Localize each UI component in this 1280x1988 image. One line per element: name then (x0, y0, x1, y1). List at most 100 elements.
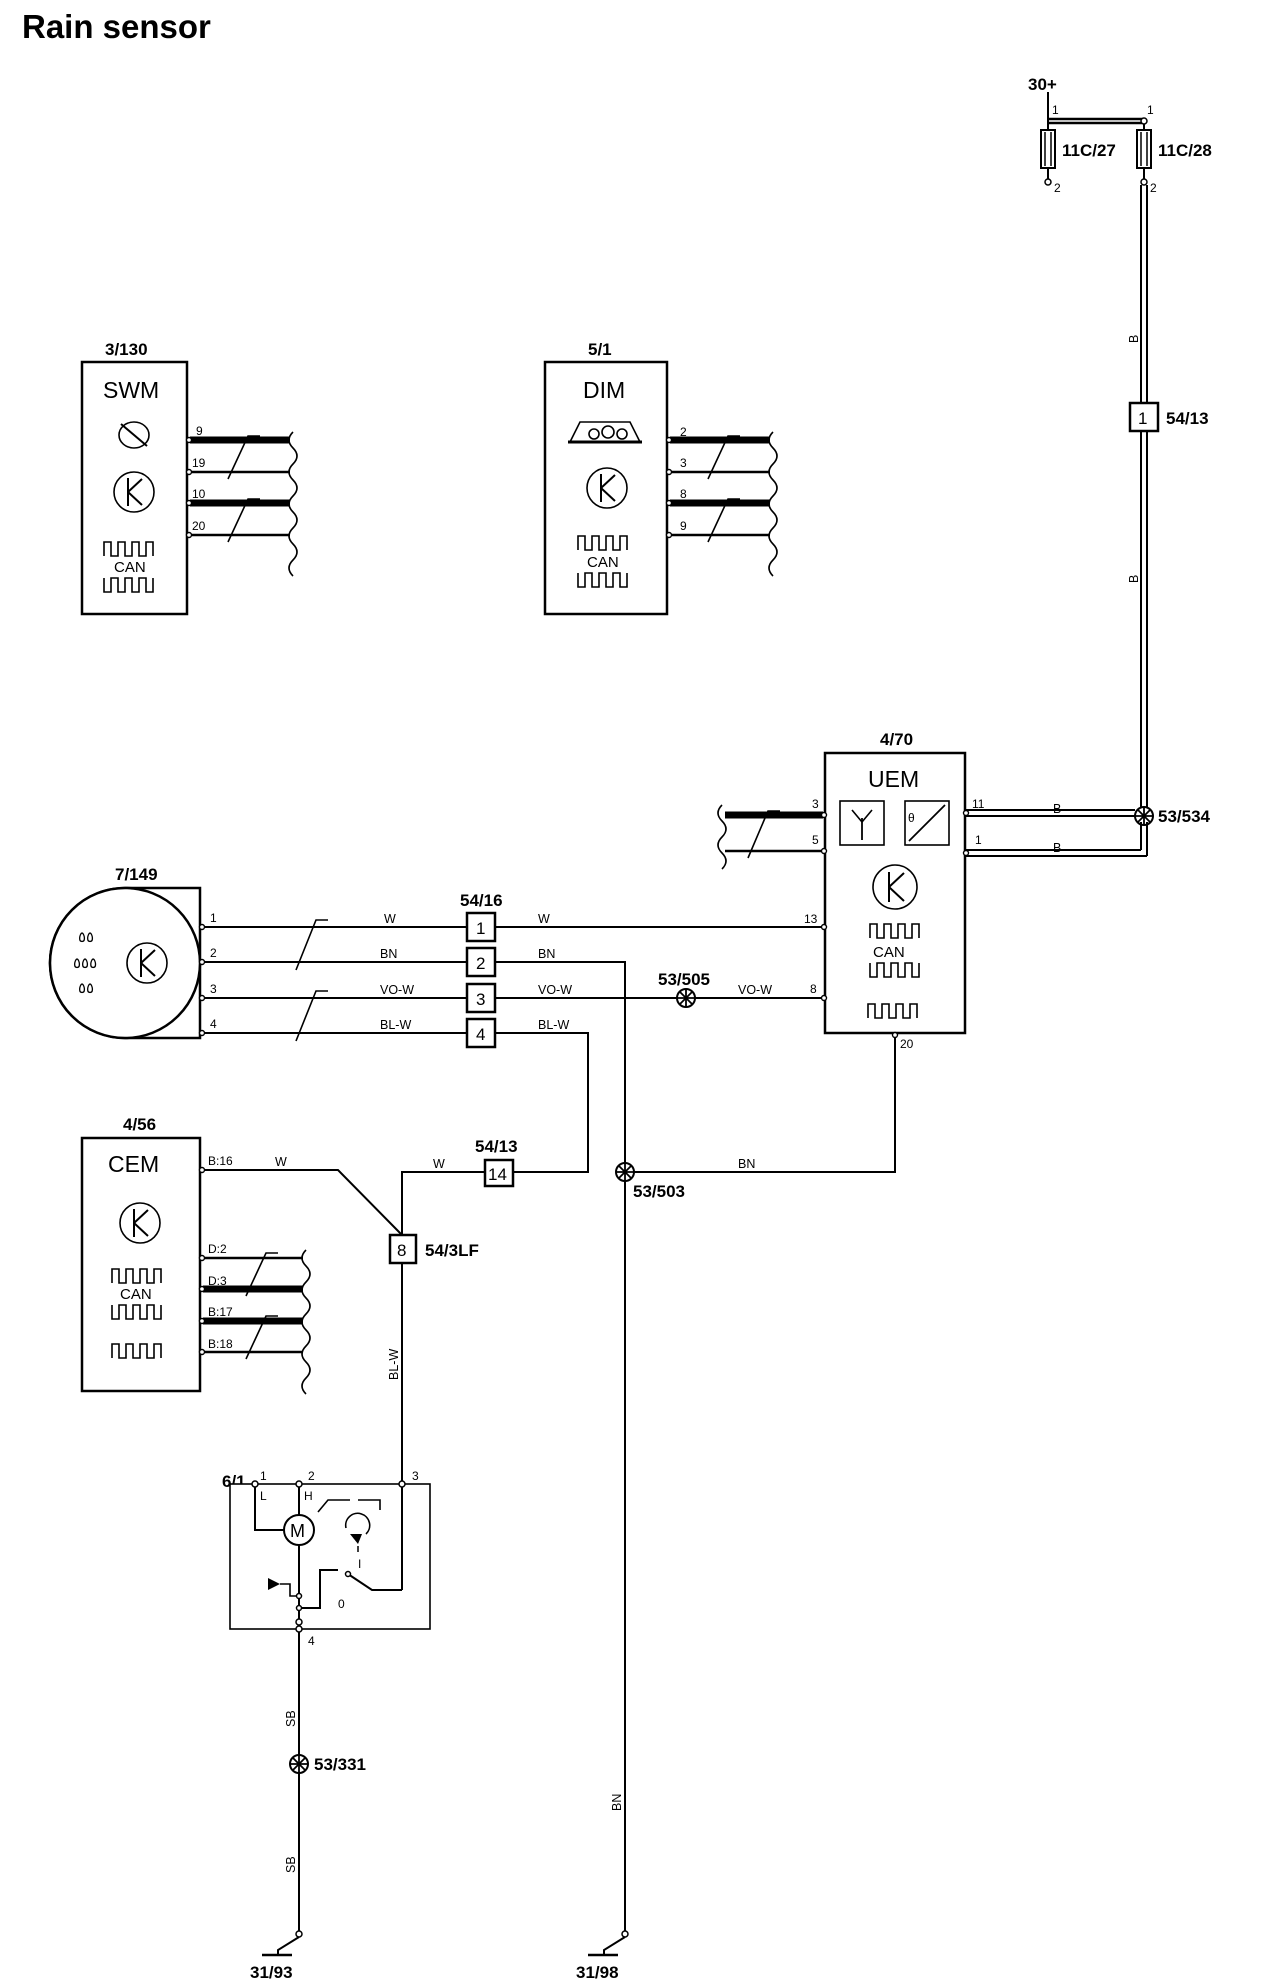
wires-sensor-to-54-16: W BN VO-W BL-W (203, 912, 467, 1042)
can-low-icon (869, 962, 920, 978)
wire-b-label-1: B (1127, 335, 1141, 343)
svg-text:θ: θ (908, 811, 915, 825)
fuse-11c28: 1 2 11C/28 (1136, 103, 1212, 195)
terminal-30-label: 30+ (1028, 75, 1057, 94)
connector-54-13-top-label: 54/13 (1166, 409, 1209, 428)
connector-54-16: 54/16 1 2 3 4 (460, 891, 503, 1049)
connector-54-13-top: 1 54/13 (1128, 401, 1209, 433)
module-cem: 4/56 CEM CAN B:16 D:2 D:3 B:17 B:18 (80, 1115, 311, 1395)
dim-pin-2: 2 (680, 425, 687, 439)
fuse-left-pin1: 1 (1052, 103, 1059, 117)
fuse-right-pin1: 1 (1147, 103, 1154, 117)
connector-54-16-cell-3: 3 (476, 990, 485, 1009)
wire-bn-label-3: BN (738, 1157, 755, 1171)
transistor-icon (126, 942, 168, 984)
wire-sb-ground: SB SB (284, 1632, 300, 1932)
fuse-left-label: 11C/27 (1062, 141, 1116, 160)
steering-wheel-icon (118, 421, 150, 449)
uem-name: UEM (868, 766, 919, 792)
wiper-low-label: L (260, 1489, 267, 1503)
antenna-icon (839, 800, 885, 846)
dim-can-label: CAN (587, 554, 619, 571)
rain-sensor-pin-4: 4 (210, 1017, 217, 1031)
cem-name: CEM (108, 1151, 159, 1177)
rain-sensor-ref: 7/149 (115, 865, 158, 884)
splice-53-505-label: 53/505 (658, 970, 710, 989)
can-low-icon (111, 1304, 162, 1320)
wire-bn-label-1: BN (380, 947, 397, 961)
uem-can-label: CAN (873, 944, 905, 961)
can-high-icon (111, 1268, 162, 1284)
wire-b-feed: B B (1127, 185, 1148, 816)
rain-drops-icon: ٥٥ ٥٥٥ ٥٥ (73, 929, 97, 997)
connector-54-16-label: 54/16 (460, 891, 503, 910)
page-title: Rain sensor (22, 8, 211, 45)
instrument-cluster-icon (568, 421, 642, 444)
connector-54-3lf-label: 54/3LF (425, 1241, 479, 1260)
park-switch-icon (268, 1578, 299, 1597)
uem-pin-8: 8 (810, 982, 817, 996)
wire-b-label-2: B (1127, 575, 1141, 583)
dim-ref: 5/1 (588, 340, 612, 359)
battery-feed: 30+ (1028, 75, 1144, 125)
connector-54-16-cell-2: 2 (476, 954, 485, 973)
uem-pin-11: 11 (972, 797, 985, 811)
cem-can-label: CAN (120, 1286, 152, 1303)
wire-vow-label-2: VO-W (538, 983, 572, 997)
cem-pin-b16: B:16 (208, 1154, 233, 1168)
wire-blw-label-1: BL-W (380, 1018, 411, 1032)
wiper-high-label: H (304, 1489, 313, 1503)
uem-pin-5: 5 (812, 833, 819, 847)
splice-53-331-label: 53/331 (314, 1755, 366, 1774)
temperature-sensor-icon: θ (904, 800, 950, 846)
splice-53-503: 53/503 (615, 1162, 685, 1201)
splice-53-534-label: 53/534 (1158, 807, 1211, 826)
fuse-left-pin2: 2 (1054, 181, 1061, 195)
can-high-icon (869, 923, 920, 939)
wire-b-label-4: B (1053, 841, 1061, 855)
wires-54-16-to-uem: W BN VO-W VO-W BL-W BN BN (495, 912, 896, 1932)
dim-pin-8: 8 (680, 487, 687, 501)
transistor-icon (872, 864, 918, 910)
wire-sb-label-2: SB (284, 1856, 298, 1873)
connector-54-13-mid-label: 54/13 (475, 1137, 518, 1156)
ground-31-93: 31/93 (250, 1930, 303, 1982)
svg-text:٥٥٥: ٥٥٥ (73, 955, 97, 972)
ground-31-98-label: 31/98 (576, 1963, 619, 1982)
dim-name: DIM (583, 377, 625, 403)
ground-31-98: 31/98 (576, 1930, 629, 1982)
swm-pin-19: 19 (192, 456, 206, 470)
wire-w-label-1: W (384, 912, 396, 926)
transistor-icon (113, 471, 155, 513)
swm-name: SWM (103, 377, 159, 403)
connector-54-3lf-cell: 8 (397, 1241, 406, 1260)
dim-pin-9: 9 (680, 519, 687, 533)
wiper-pin-1: 1 (260, 1469, 267, 1483)
wiper-int-label: I (358, 1557, 361, 1571)
wire-b-label-3: B (1053, 802, 1061, 816)
wire-vow-label-1: VO-W (380, 983, 414, 997)
transistor-icon (119, 1202, 161, 1244)
ground-31-93-label: 31/93 (250, 1963, 293, 1982)
splice-53-503-label: 53/503 (633, 1182, 685, 1201)
uem-pin-3: 3 (812, 797, 819, 811)
dim-pin-3: 3 (680, 456, 687, 470)
connector-54-13-top-cell: 1 (1138, 409, 1147, 428)
wire-sb-label-1: SB (284, 1710, 298, 1727)
fuse-right-label: 11C/28 (1158, 141, 1212, 160)
wiper-icon (344, 1512, 371, 1552)
wire-vow-label-3: VO-W (738, 983, 772, 997)
cem-pin-d2: D:2 (208, 1242, 227, 1256)
svg-text:٥٥: ٥٥ (78, 929, 94, 946)
pin-markers (185, 436, 970, 1356)
wires-to-54-3lf: W W (203, 1155, 485, 1236)
uem-pin-13: 13 (804, 912, 818, 926)
uem-ref: 4/70 (880, 730, 913, 749)
wire-blw-label-3: BL-W (387, 1349, 401, 1380)
wire-w-label-2: W (538, 912, 550, 926)
swm-ref: 3/130 (105, 340, 148, 359)
can-high-icon (577, 535, 628, 551)
rain-sensor-pin-1: 1 (210, 911, 217, 925)
module-rain-sensor: 7/149 ٥٥ ٥٥٥ ٥٥ 1 2 3 4 (48, 865, 217, 1040)
